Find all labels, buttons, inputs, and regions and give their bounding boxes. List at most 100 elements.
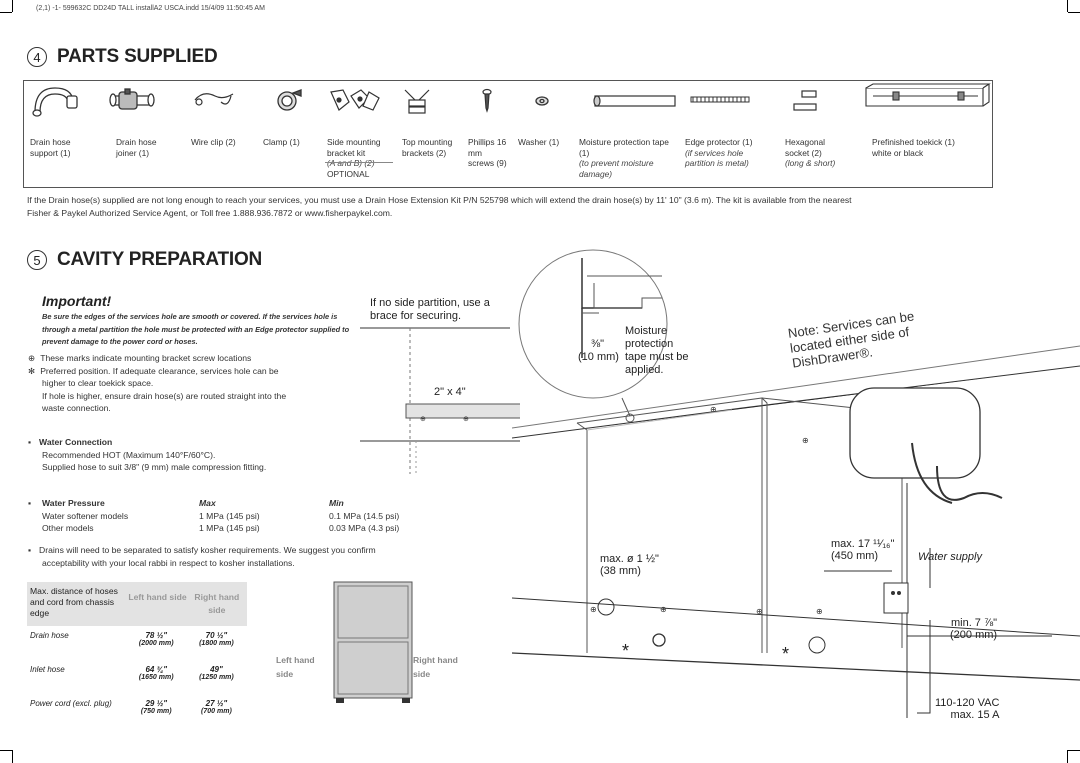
body-text: Supplied hose to suit 3/8" (9 mm) male c… [42,462,267,472]
voltage: 110-120 VAC [935,697,1000,709]
drain-hose-support-icon [32,87,78,117]
drain-hose-joiner-icon [109,88,155,110]
note-line: If the Drain hose(s) supplied are not lo… [27,195,852,205]
left-cell: 64 ¾"(1650 mm) [127,665,186,699]
table-row: Drain hose 78 ½"(2000 mm) 70 ½"(1800 mm) [27,631,247,665]
part-label: Drain hose joiner (1) [116,137,157,158]
section-number: 4 [27,47,47,67]
part-label: Washer (1) [518,137,560,147]
section5-heading: 5 CAVITY PREPARATION [27,249,262,271]
hole-dim-mm: (38 mm) [600,565,641,577]
inch-value: 64 ¾" [145,665,168,674]
legend: ⊕These marks indicate mounting bracket s… [28,352,358,415]
dishdrawer-front-diagram [333,581,413,703]
crop-mark [1068,750,1080,751]
distance-table: Max. distance of hoses and cord from cha… [27,582,247,733]
power-spec: 110-120 VAC max. 15 A [935,697,999,721]
max-dimension: max. 17 ¹¹⁄₁₆" (450 mm) [831,538,894,562]
mount-mark-icon: ⊕ [590,605,597,614]
column-header: Max [199,498,216,508]
min-dimension: min. 7 ⅞" (200 mm) [950,617,997,641]
tape-dim: ⅜"(10 mm) [578,325,619,377]
body-text: acceptability with your local rabbi in r… [42,557,295,568]
mount-mark-icon: ⊕ [802,436,809,445]
mm-value: (1800 mm) [199,640,234,647]
part-note: (long & short) [785,158,836,168]
part-label: Moisture protection tape (1) (to prevent… [579,137,671,179]
right-cell: 27 ½"(700 mm) [186,699,247,733]
crop-mark [12,750,13,763]
inch-value: 78 ½" [145,631,168,640]
note-line: Fisher & Paykel Authorized Service Agent… [27,208,393,218]
row-label: Water softener models [42,510,129,521]
parts-illustrations [32,83,991,117]
mount-mark-icon: ⊕ [756,607,763,616]
part-name: Edge protector (1) [685,137,753,147]
section-title: CAVITY PREPARATION [57,249,263,270]
water-connection: ▪Water Connection Recommended HOT (Maxim… [28,436,358,474]
table-row: Inlet hose 64 ¾"(1650 mm) 49"(1250 mm) [27,665,247,699]
bullet-icon: ▪ [28,545,32,555]
inch-value: 27 ½" [205,699,228,708]
inch-value: 70 ½" [205,631,228,640]
subheading: Water Connection [39,437,113,447]
tape-dim-inch: ⅜" [591,338,605,350]
section4-heading: 4 PARTS SUPPLIED [27,46,218,68]
max-value: 1 MPa (145 psi) [199,523,260,533]
side-mounting-bracket-icon [330,89,380,111]
cavity-diagram: ⊕ ⊕ ⊕ ⊕ ⊕ ⊕ * * [512,249,1080,718]
part-label: Prefinished toekick (1) white or black [872,137,955,158]
legend-text: Preferred position. If adequate clearanc… [40,365,279,376]
right-cell: 70 ½"(1800 mm) [186,631,247,665]
mount-mark-icon: ⊕ [816,607,823,616]
part-label: Clamp (1) [263,137,300,147]
amperage: max. 15 A [950,709,1000,721]
toekick-icon [865,83,991,107]
hex-socket-icon [793,90,817,111]
kosher-note: ▪Drains will need to be separated to sat… [28,544,458,569]
pressure-row: Other models 1 MPa (145 psi) 0.03 MPa (4… [28,522,448,535]
file-info-line: (2,1) -1- 599632C DD24D TALL installA2 U… [36,5,265,12]
brace-diagram: ⊕ ⊕ [360,327,520,474]
table-row: Power cord (excl. plug) 29 ½"(750 mm) 27… [27,699,247,733]
part-label: Wire clip (2) [191,137,236,147]
inch-value: 29 ½" [145,699,168,708]
optional-divider [325,162,393,163]
min-dim-inch: min. 7 ⅞" [950,617,998,629]
header-label: Max. distance of hoses and cord from cha… [30,586,118,618]
min-value: 0.03 MPa (4.3 psi) [329,523,400,533]
mm-value: (750 mm) [140,708,172,715]
crop-mark [1067,750,1068,763]
wire-clip-icon [194,93,234,106]
screw-icon [482,88,492,113]
mount-mark-icon: ⊕ [660,605,667,614]
optional-label: OPTIONAL [327,169,370,179]
moisture-tape-icon [593,95,676,107]
mm-value: (700 mm) [201,708,232,715]
min-dim-mm: (200 mm) [950,629,998,641]
column-header: Right hand side [194,592,240,615]
mount-mark-icon: ⊕ [463,416,469,423]
table-header: Max. distance of hoses and cord from cha… [27,582,247,626]
crop-mark [0,12,12,13]
legend-text: These marks indicate mounting bracket sc… [40,353,252,363]
part-label: Side mounting bracket kit (A and B) (2) [327,137,393,169]
part-label: Phillips 16 mm screws (9) [468,137,507,168]
edge-protector-icon [690,96,750,103]
tape-callout: ⅜"(10 mm) Moisture protection tape must … [578,325,695,377]
row-label: Other models [42,523,94,533]
crop-mark [12,0,13,12]
parts-box [23,80,993,188]
min-value: 0.1 MPa (14.5 psi) [329,510,400,521]
part-note: (if services hole partition is metal) [685,147,749,169]
section-title: PARTS SUPPLIED [57,46,218,67]
legend-text: If hole is higher, ensure drain hose(s) … [42,390,287,401]
crop-mark [0,750,12,751]
max-dim-mm: (450 mm) [831,550,879,562]
column-header: Min [329,498,344,508]
left-hand-side-label: Left hand side [276,655,315,679]
row-label: Drain hose [30,631,69,640]
crop-mark [1068,12,1080,13]
part-note: (A and B) (2) [327,158,375,168]
mm-value: (2000 mm) [138,640,174,647]
